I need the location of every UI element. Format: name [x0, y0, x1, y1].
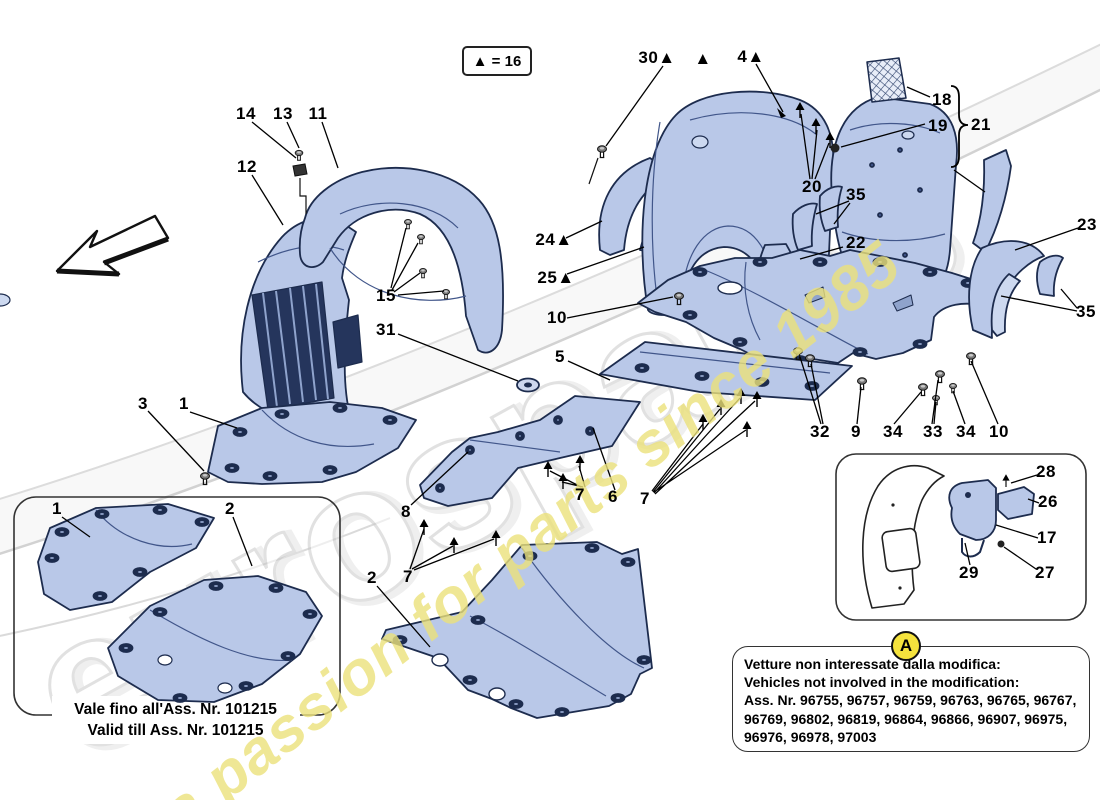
pointer-lines — [61, 63, 1079, 648]
part-6-side-plate — [419, 395, 641, 507]
clip-14 — [292, 163, 308, 177]
part-18-mesh-grille — [866, 57, 907, 103]
arrowhead-4 — [777, 108, 786, 118]
modification-note-numbers-2: 96769, 96802, 96819, 96864, 96866, 96907… — [744, 710, 1068, 727]
part-1-front-undertray — [207, 401, 417, 485]
modification-note-en: Vehicles not involved in the modificatio… — [744, 674, 1020, 691]
fastener-legend: ▲ = 16 — [462, 46, 532, 76]
part-35-strap-right — [1036, 254, 1064, 297]
screw-27 — [997, 540, 1005, 548]
part-29-bracket — [948, 479, 997, 558]
fastener-legend-text: ▲ = 16 — [472, 52, 522, 70]
part-2-rear-undertray — [381, 541, 653, 719]
part-5-side-plate — [599, 341, 853, 401]
part-2-inset-copy — [107, 575, 323, 703]
right-inset-box — [835, 453, 1087, 621]
validity-note-en: Valid till Ass. Nr. 101215 — [87, 722, 264, 739]
fasteners-group — [199, 101, 1011, 554]
direction-arrow-icon — [55, 214, 170, 277]
validity-note: Vale fino all'Ass. Nr. 101215 Valid till… — [28, 699, 323, 741]
part-12-front-wheelhouse-grille — [240, 216, 363, 423]
part-wheelhouse-outline-inset — [862, 464, 945, 609]
modification-note-box: A Vetture non interessate dalla modifica… — [732, 631, 1090, 752]
validity-note-it: Vale fino all'Ass. Nr. 101215 — [74, 701, 277, 718]
marker-a-badge: A — [891, 631, 921, 661]
modification-note-numbers-3: 96976, 96978, 97003 — [744, 728, 877, 745]
modification-note-numbers-1: Ass. Nr. 96755, 96757, 96759, 96763, 967… — [744, 692, 1077, 709]
part-11-front-wheelhouse-liner — [0, 167, 504, 354]
note-text-clearing — [52, 696, 300, 744]
part-26-clip — [997, 486, 1035, 520]
modification-note-it: Vetture non interessate dalla modifica: — [744, 656, 1001, 672]
part-31-grommet — [516, 377, 540, 393]
